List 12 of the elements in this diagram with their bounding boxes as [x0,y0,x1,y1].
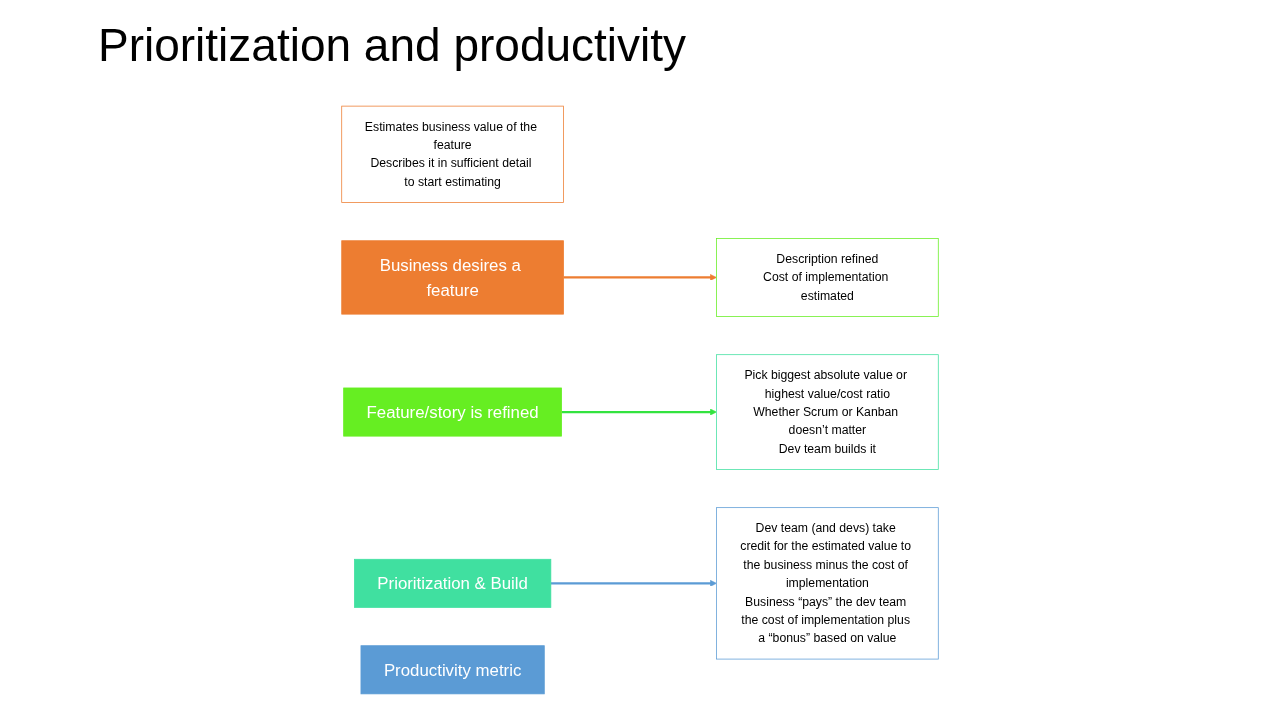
slide-title: Prioritization and productivity [98,18,687,72]
node-box: Dev team (and devs) take credit for the estimated value to the business minus the cost of implementation Business “pays” the dev team the cost of implementation plus a “bonus” based on value [716,507,939,660]
node-box: Prioritization & Build [354,558,552,608]
node-box: Productivity metric [360,645,545,695]
arrow [550,580,717,587]
node-box: Business desires a feature [341,240,564,315]
node-box: Feature/story is refined [343,387,562,437]
arrow [563,274,717,281]
node-box: Estimates business value of the feature Describes it in sufficient detail to start estimating [341,105,564,203]
node-box: Description refined Cost of implementation estimated [716,238,939,317]
arrow [561,408,717,416]
node-box: Pick biggest absolute value or highest value/cost ratio Whether Scrum or Kanban doesn’t matter Dev team builds it [716,354,939,470]
